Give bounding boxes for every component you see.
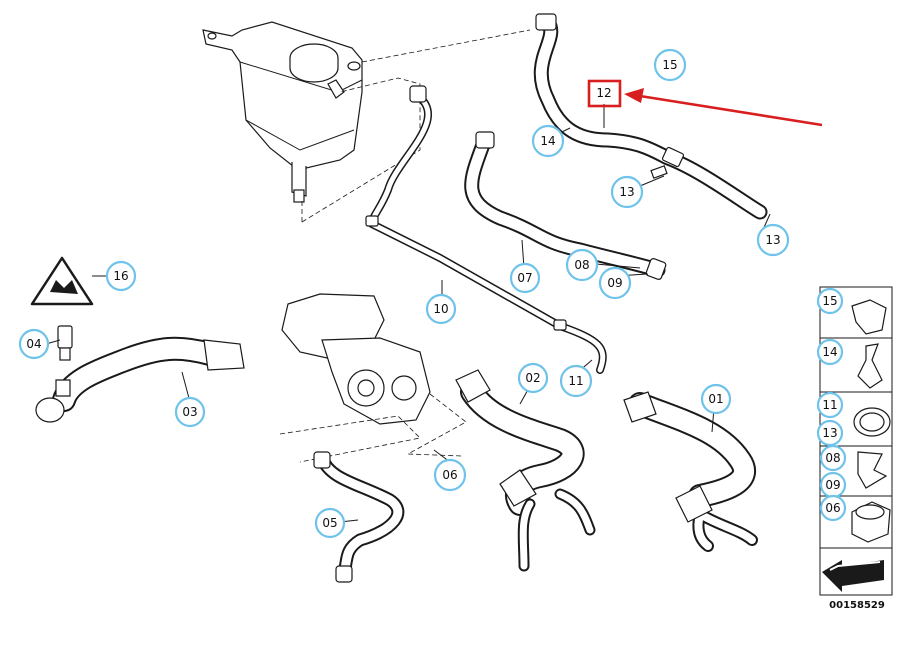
legend-callout-06: 06 [819, 494, 847, 522]
callout-04-label: 04 [26, 337, 41, 351]
callout-01-label: 01 [708, 392, 723, 406]
callout-06: 06 [433, 458, 467, 492]
catalog-number: 00158529 [829, 600, 885, 611]
callout-14: 14 [531, 124, 565, 158]
callout-02: 02 [517, 362, 549, 394]
hot-coolant-warning-icon [30, 256, 94, 306]
callout-08-label: 08 [574, 258, 589, 272]
callout-06-label: 06 [442, 468, 457, 482]
callout-03-label: 03 [182, 405, 197, 419]
callout-13-right: 13 [756, 223, 790, 257]
temperature-sensor-04 [57, 325, 73, 361]
hose-10 [365, 85, 607, 374]
callout-05: 05 [314, 507, 346, 539]
legend-callout-14: 14 [816, 338, 844, 366]
callout-01: 01 [700, 383, 732, 415]
legend-callout-13: 13 [816, 419, 844, 447]
clip-14-icon [857, 343, 883, 389]
hose-12 [533, 13, 768, 220]
clip-15-icon [851, 299, 887, 335]
highlight-box-12 [587, 79, 622, 108]
callout-12-label: 12 [596, 86, 611, 100]
svg-text:09: 09 [825, 478, 840, 492]
callout-10-label: 10 [433, 302, 448, 316]
legend-callout-09: 09 [819, 471, 847, 499]
expansion-tank [202, 21, 363, 203]
callout-12: 12 [596, 86, 611, 100]
svg-text:13: 13 [822, 426, 837, 440]
hose-07 [464, 131, 667, 280]
callout-16: 16 [105, 260, 137, 292]
svg-text:14: 14 [822, 345, 837, 359]
callout-05-label: 05 [322, 516, 337, 530]
legend-callout-08: 08 [819, 444, 847, 472]
callout-11: 11 [559, 364, 593, 398]
callout-02-label: 02 [525, 371, 540, 385]
callout-16-label: 16 [113, 269, 128, 283]
callout-07: 07 [509, 262, 541, 294]
svg-text:06: 06 [825, 501, 840, 515]
hose-01 [623, 391, 758, 552]
hose-05 [313, 451, 405, 583]
callout-09: 09 [598, 266, 632, 300]
callout-10: 10 [425, 293, 457, 325]
water-pump [281, 293, 431, 425]
legend-callout-11: 11 [816, 391, 844, 419]
highlight-arrow [624, 88, 823, 127]
callout-15: 15 [653, 48, 687, 82]
callout-08: 08 [565, 248, 599, 282]
callout-14-label: 14 [540, 134, 555, 148]
callout-13-upper: 13 [610, 175, 644, 209]
hose-03 [35, 336, 245, 423]
callout-03: 03 [174, 396, 206, 428]
legend-callout-15: 15 [816, 287, 844, 315]
clip-08-icon [857, 451, 888, 489]
callout-13-right-label: 13 [765, 233, 780, 247]
svg-text:11: 11 [822, 398, 837, 412]
tank-dashed-outline [301, 77, 421, 223]
svg-text:15: 15 [822, 294, 837, 308]
svg-text:08: 08 [825, 451, 840, 465]
callout-09-label: 09 [607, 276, 622, 290]
orientation-arrow-icon [822, 560, 884, 592]
callout-04: 04 [18, 328, 50, 360]
callout-11-label: 11 [568, 374, 583, 388]
callout-15-label: 15 [662, 58, 677, 72]
hose-02 [455, 369, 596, 572]
callout-07-label: 07 [517, 271, 532, 285]
callout-13-upper-label: 13 [619, 185, 634, 199]
